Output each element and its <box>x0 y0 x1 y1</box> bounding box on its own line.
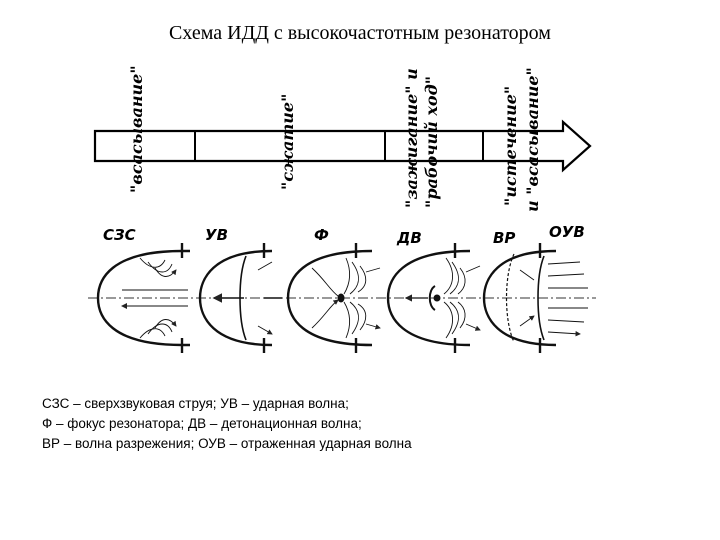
resonator-szs <box>96 243 190 353</box>
label-ouv: ОУВ <box>549 223 585 241</box>
phase-label-ignition-line1: "зажигание" и <box>402 68 421 208</box>
page-title: Схема ИДД с высокочастотным резонатором <box>169 22 551 44</box>
phase-label-exhaust-line1: "истечение" <box>501 86 520 206</box>
legend-line: ВР – волна разрежения; ОУВ – отраженная … <box>42 436 412 451</box>
resonator-f <box>286 243 380 353</box>
legend-line: Ф – фокус резонатора; ДВ – детонационная… <box>42 416 362 431</box>
phase-label-compression: "сжатие" <box>278 94 297 190</box>
legend-line: СЗС – сверхзвуковая струя; УВ – ударная … <box>42 396 349 411</box>
resonator-uv <box>198 243 282 353</box>
label-f: Ф <box>314 226 329 244</box>
label-szs: СЗС <box>103 226 136 244</box>
resonator-dv <box>386 243 480 353</box>
legend: СЗС – сверхзвуковая струя; УВ – ударная … <box>42 394 412 454</box>
phase-label-exhaust-line2: и "всасывание" <box>523 67 542 212</box>
label-vr: ВР <box>493 229 515 247</box>
phase-label-ignition-line2: "рабочий ход" <box>422 76 441 208</box>
label-dv: ДВ <box>396 229 422 247</box>
resonator-vr-ouv <box>482 243 588 353</box>
phase-label-suction: "всасывание" <box>127 65 146 193</box>
label-uv: УВ <box>205 226 228 244</box>
cycle-timeline-arrow <box>93 119 592 173</box>
